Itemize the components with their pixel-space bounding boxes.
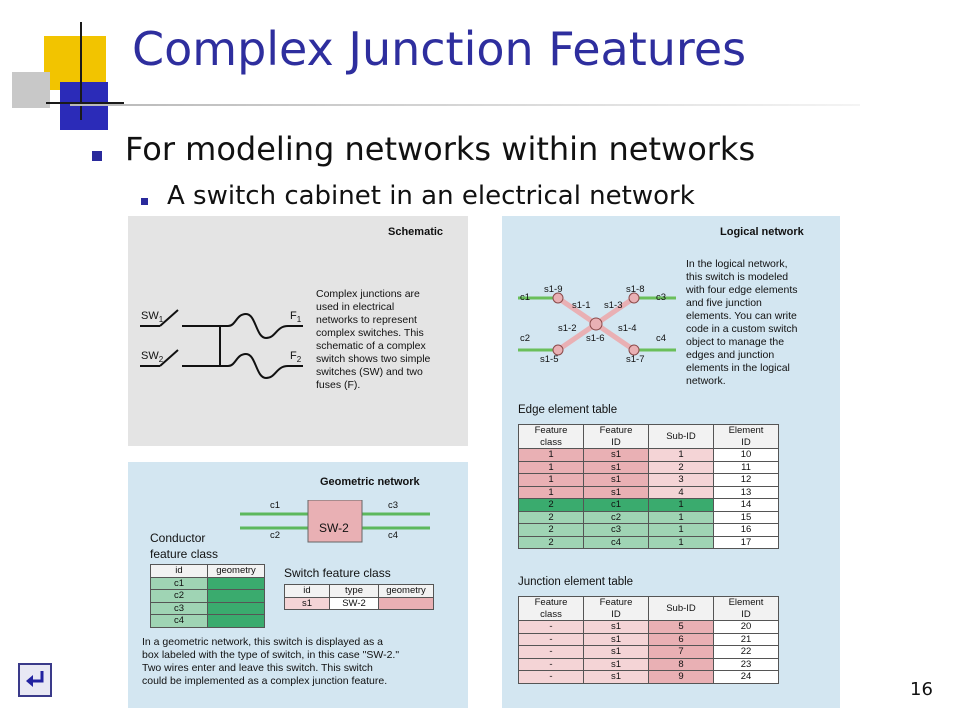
geometric-box-label: SW-2 xyxy=(319,521,349,535)
table-row: s1 SW-2 xyxy=(284,596,434,610)
node-s1-9-label: s1-9 xyxy=(544,284,563,295)
geometric-caption: In a geometric network, this switch is d… xyxy=(142,636,400,687)
f2-label: F2 xyxy=(290,350,302,365)
node-s1-3-label: s1-3 xyxy=(604,300,623,311)
table-row: c2 xyxy=(150,589,265,603)
logical-description: In the logical network, this switch is m… xyxy=(686,258,798,387)
node-s1-5-label: s1-5 xyxy=(540,354,559,365)
schematic-title: Schematic xyxy=(388,226,444,238)
geometric-switch-diagram xyxy=(240,500,430,543)
table-row: c4 xyxy=(150,614,265,628)
switch-table: id type geometry s1 SW-2 xyxy=(284,584,434,610)
corner-square-gray xyxy=(12,72,50,108)
node-s1-2-label: s1-2 xyxy=(558,323,577,334)
switch-cabinet-figure: Schematic SW1 SW2 F1 F2 Complex junction… xyxy=(128,216,840,708)
f1-label: F1 xyxy=(290,310,302,325)
conductor-table: id geometry c1 c2 c3 c4 xyxy=(150,564,265,628)
page-number: 16 xyxy=(910,679,933,700)
node-c3-label: c3 xyxy=(656,292,667,303)
corner-line-horizontal xyxy=(46,102,124,104)
node-s1-8-label: s1-8 xyxy=(626,284,645,295)
junction-table-title: Junction element table xyxy=(518,576,634,588)
corner-square-blue xyxy=(60,82,108,130)
geometric-network-panel: Geometric network SW-2 c1 c2 c3 c4 Condu… xyxy=(128,462,468,708)
bullet-level-2: A switch cabinet in an electrical networ… xyxy=(167,181,695,211)
node-s1-1-label: s1-1 xyxy=(572,300,591,311)
schematic-diagram xyxy=(140,309,303,380)
table-row: c3 xyxy=(150,601,265,615)
node-c2-label: c2 xyxy=(520,333,531,344)
node-s1-7-label: s1-7 xyxy=(626,354,645,365)
edge-c2-label: c2 xyxy=(270,530,281,541)
return-button[interactable] xyxy=(18,663,52,697)
node-s1-6-label: s1-6 xyxy=(586,333,605,344)
conductor-header-geometry: geometry xyxy=(207,564,265,578)
junction-element-table: Feature class Feature ID Sub-ID Element … xyxy=(518,596,779,684)
sw1-label: SW1 xyxy=(141,310,164,325)
logical-title: Logical network xyxy=(720,226,804,238)
sw2-label: SW2 xyxy=(141,350,164,365)
switch-class-title: Switch feature class xyxy=(284,566,391,580)
edge-c4-label: c4 xyxy=(388,530,399,541)
square-bullet-icon xyxy=(92,151,102,161)
corner-line-vertical xyxy=(80,22,82,120)
edge-table-title: Edge element table xyxy=(518,404,618,416)
logical-network-diagram xyxy=(518,292,676,356)
logical-network-panel: Logical network s1-9 s1 xyxy=(502,216,840,708)
slide-title: Complex Junction Features xyxy=(132,22,747,76)
edge-element-table: Feature class Feature ID Sub-ID Element … xyxy=(518,424,779,549)
schematic-panel: Schematic SW1 SW2 F1 F2 Complex junction… xyxy=(128,216,468,446)
edge-c3-label: c3 xyxy=(388,500,399,511)
table-row: c1 xyxy=(150,576,265,590)
corner-square-yellow xyxy=(44,36,106,90)
node-c4-label: c4 xyxy=(656,333,667,344)
title-divider xyxy=(70,104,860,106)
schematic-description: Complex junctions are used in electrical… xyxy=(316,288,431,391)
square-bullet-icon xyxy=(141,198,148,205)
conductor-header-id: id xyxy=(150,564,208,578)
node-s1-4-label: s1-4 xyxy=(618,323,637,334)
node-c1-label: c1 xyxy=(520,292,531,303)
bullet-level-1: For modeling networks within networks xyxy=(125,130,756,168)
return-arrow-icon xyxy=(26,671,44,687)
geometric-title: Geometric network xyxy=(320,476,420,488)
edge-c1-label: c1 xyxy=(270,500,281,511)
conductor-class-title: Conductor feature class xyxy=(150,531,219,561)
